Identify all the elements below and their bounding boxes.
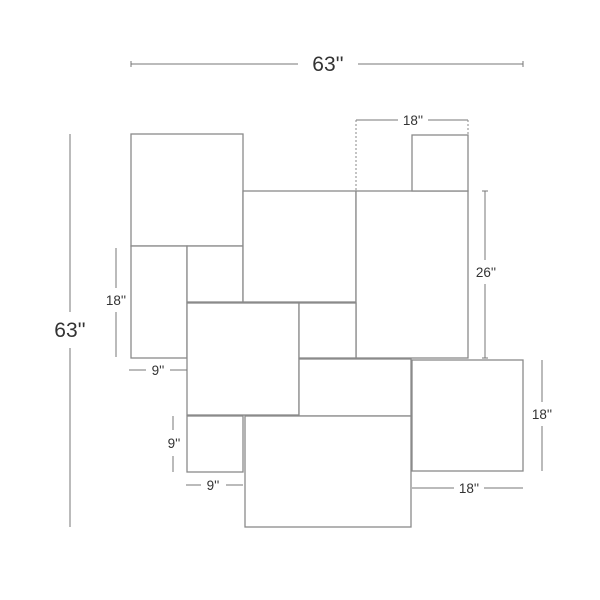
tile-small-middle bbox=[298, 302, 357, 359]
tiles bbox=[130, 133, 524, 528]
tile-tall-right bbox=[355, 190, 469, 359]
top-tile-width-label: 18'' bbox=[403, 113, 423, 128]
tile-rect-bottom bbox=[244, 415, 412, 528]
tile-rect-middle bbox=[298, 358, 412, 417]
dim-small-tile-width: 9'' bbox=[186, 478, 243, 493]
tile-large-top-left bbox=[130, 133, 244, 247]
right-tile-height-label: 26'' bbox=[476, 265, 496, 280]
total-width-label: 63'' bbox=[312, 53, 343, 76]
dim-right-tile-height: 26'' bbox=[476, 190, 496, 359]
left-tile-width-label: 9'' bbox=[152, 363, 165, 378]
tile-small-top-right bbox=[411, 134, 469, 192]
tile-large-center bbox=[242, 190, 357, 303]
dim-left-tile-width: 9'' bbox=[129, 363, 187, 378]
tile-small-lower bbox=[186, 415, 244, 473]
dim-right-lower-tile-height: 18'' bbox=[532, 360, 552, 471]
dim-small-tile-height: 9'' bbox=[168, 416, 181, 472]
bottom-tile-width-label: 18'' bbox=[459, 481, 479, 496]
dim-bottom-tile-width: 18'' bbox=[412, 481, 523, 496]
tile-rect-left bbox=[130, 245, 188, 359]
tile-small-upper bbox=[186, 245, 244, 303]
tile-large-middle bbox=[186, 302, 300, 416]
left-tile-height-label: 18'' bbox=[106, 293, 126, 308]
dim-left-tile-height: 18'' bbox=[106, 248, 126, 357]
dim-top-tile-width: 18'' bbox=[355, 113, 469, 190]
tile-large-right bbox=[411, 359, 524, 472]
dim-total-height: 63'' bbox=[54, 134, 86, 527]
total-height-label: 63'' bbox=[54, 319, 85, 342]
right-lower-tile-height-label: 18'' bbox=[532, 407, 552, 422]
small-tile-height-label: 9'' bbox=[168, 436, 181, 451]
small-tile-width-label: 9'' bbox=[207, 478, 220, 493]
dim-total-width: 63'' bbox=[130, 53, 524, 76]
